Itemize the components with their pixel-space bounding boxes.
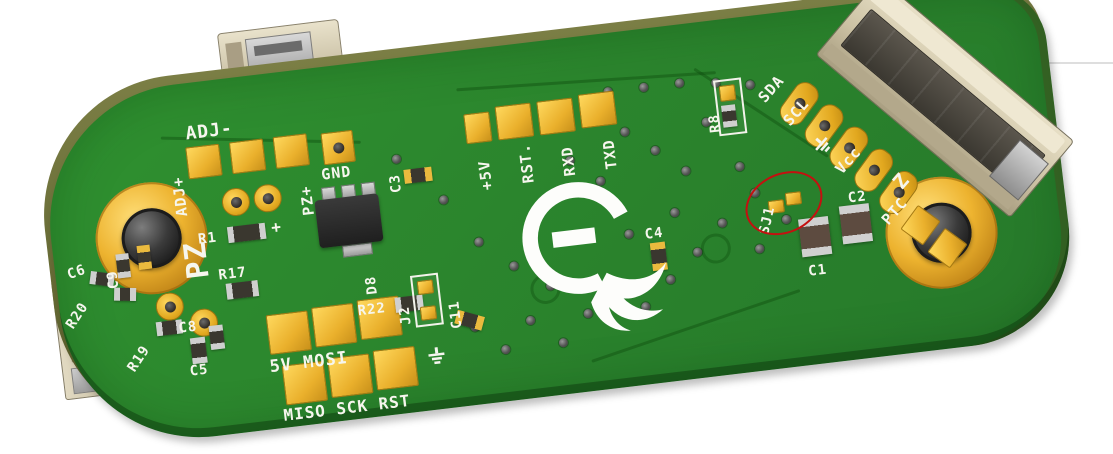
- silkscreen-c1: C1: [807, 261, 828, 280]
- via: [734, 161, 745, 172]
- via: [650, 145, 661, 156]
- silkscreen-c11: C11: [446, 299, 466, 330]
- via: [619, 126, 630, 137]
- silkscreen-c5: C5: [188, 361, 210, 380]
- silkscreen-adj-plus: ADJ+: [168, 175, 192, 218]
- smd-pad: [718, 84, 737, 102]
- smd-pad: [272, 133, 311, 170]
- silkscreen-gnd: GND: [320, 162, 353, 184]
- drill-hole: [866, 162, 882, 178]
- regulator-d8: [314, 193, 384, 249]
- via: [680, 166, 691, 177]
- smd-pad: [463, 111, 493, 145]
- via: [473, 237, 484, 248]
- silkscreen-rxd: RXD: [557, 145, 580, 178]
- silkscreen-r22: R22: [356, 300, 387, 320]
- via: [438, 194, 449, 205]
- smd-pad: [577, 90, 618, 129]
- resistor: [113, 287, 137, 302]
- silkscreen-j2: J2: [396, 304, 415, 326]
- silkscreen-r19: R19: [124, 342, 154, 375]
- flame-logo-icon: [522, 182, 667, 331]
- through-hole-pad: [154, 291, 186, 323]
- smd-pad: [185, 143, 223, 180]
- silkscreen-plus: +: [270, 216, 283, 237]
- via: [745, 79, 756, 90]
- through-hole-pad: [252, 182, 284, 214]
- isp-pad: [311, 302, 358, 348]
- resistor-body: [720, 104, 738, 128]
- resistor-r1: [226, 222, 267, 244]
- isp-pad: [265, 310, 313, 356]
- silkscreen-c3: C3: [386, 173, 405, 194]
- isp-pad: [372, 345, 419, 391]
- silkscreen-txd: TXD: [599, 138, 621, 171]
- silkscreen-pz-plus: PZ+: [296, 184, 319, 217]
- silkscreen-c2: C2: [846, 188, 868, 207]
- capacitor-c5: [189, 336, 208, 365]
- smd-pad: [494, 102, 535, 141]
- via: [638, 82, 649, 93]
- silkscreen-d8: D8: [362, 274, 381, 296]
- silkscreen-r8: R8: [705, 113, 725, 134]
- drill-hole: [229, 195, 243, 209]
- silkscreen-r20: R20: [62, 299, 92, 332]
- through-hole-pad: [320, 129, 357, 166]
- drill-hole: [163, 300, 176, 313]
- pcb-board: ADJ- GND ADJ+ PZ PZ+ R1 + D8 C3 R22 J2: [34, 0, 1082, 453]
- silkscreen-rst: RST.: [515, 142, 538, 185]
- via: [391, 154, 402, 165]
- via: [692, 247, 703, 258]
- capacitor: [136, 244, 153, 270]
- capacitor-c3: [403, 166, 433, 184]
- through-hole-pad: [220, 186, 252, 218]
- drill-hole: [816, 118, 832, 134]
- silkscreen-c8: C8: [177, 318, 199, 337]
- silkscreen-r1: R1: [197, 229, 218, 248]
- copper-trace: [699, 231, 733, 266]
- smd-pad: [536, 97, 576, 136]
- via: [754, 243, 765, 254]
- silkscreen-sda: SDA: [754, 71, 788, 107]
- earth-ground-icon: [426, 346, 447, 366]
- smd-pad: [416, 279, 435, 296]
- drill-hole: [332, 141, 345, 154]
- jumper-j2: [409, 272, 444, 328]
- silkscreen-5v: +5V: [474, 159, 497, 192]
- silkscreen-r17: R17: [217, 264, 248, 284]
- silkscreen-c6: C6: [65, 261, 89, 284]
- capacitor: [208, 324, 226, 350]
- via: [500, 344, 511, 355]
- smd-pad: [419, 305, 438, 321]
- silkscreen-c4: C4: [643, 224, 665, 243]
- via: [717, 218, 728, 229]
- capacitor-c2: [838, 203, 874, 245]
- drill-hole: [261, 192, 274, 205]
- resistor-r17: [225, 280, 260, 300]
- smd-pad: [228, 138, 267, 175]
- via: [674, 78, 685, 89]
- silkscreen-c9: C9: [104, 269, 123, 290]
